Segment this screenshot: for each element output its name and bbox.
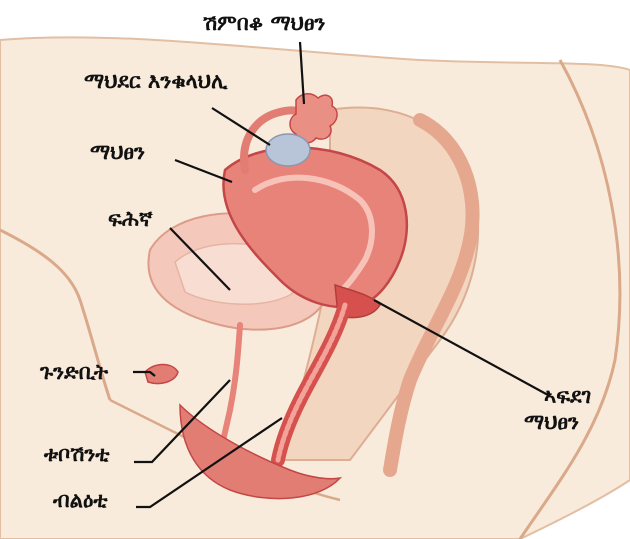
label-clitoris: ጉንድቢት <box>40 362 108 383</box>
label-uterus: ማህፀን <box>90 142 145 163</box>
label-vagina: ብልዕቲ <box>53 490 108 511</box>
label-bladder: ፍሕኛ <box>108 209 152 230</box>
label-cervix-line2: ማህፀን <box>524 412 579 433</box>
label-urethra: ቱቦሽንቲ <box>44 444 110 465</box>
ovary-shape <box>266 134 310 166</box>
label-fallopian-tube: ሽምበቆ ማህፀን <box>203 13 325 34</box>
label-cervix-line1: ኣፍደገ <box>544 386 591 407</box>
label-ovary: ማህደር እንቁላህሊ <box>84 71 227 92</box>
